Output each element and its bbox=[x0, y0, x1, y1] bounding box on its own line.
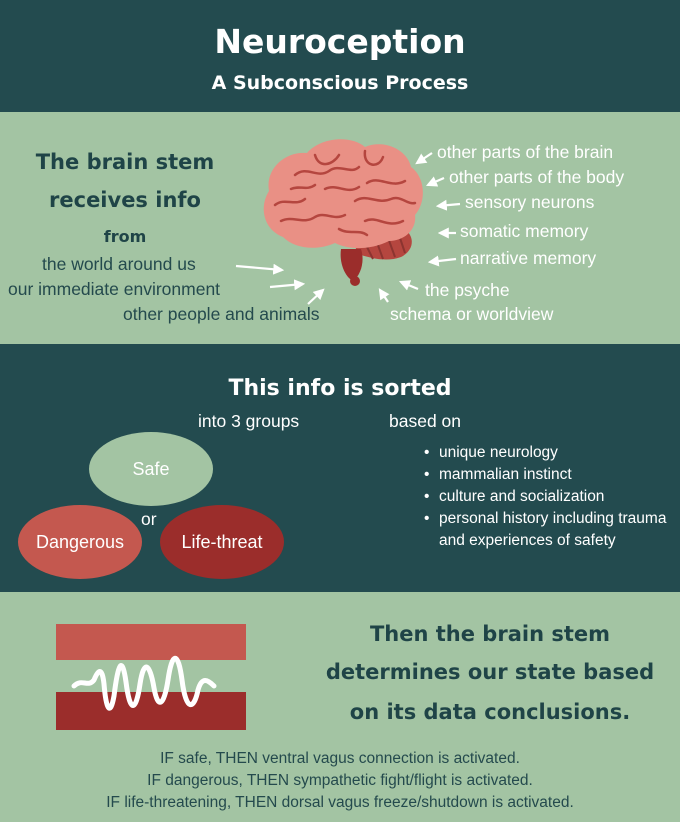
waveform-icon bbox=[56, 624, 246, 730]
source-other-brain: other parts of the brain bbox=[437, 142, 614, 162]
arrows-layer bbox=[235, 152, 461, 305]
groups-label: into 3 groups bbox=[198, 411, 300, 431]
brain-icon bbox=[263, 139, 423, 286]
page-title: Neuroception bbox=[214, 22, 466, 61]
condition-life-threatening: IF life-threatening, THEN dorsal vagus f… bbox=[106, 794, 574, 811]
intake-heading-line1: The brain stem bbox=[35, 150, 215, 174]
factor-item: unique neurology bbox=[424, 442, 674, 464]
group-safe-label: Safe bbox=[132, 458, 170, 479]
condition-dangerous: IF dangerous, THEN sympathetic fight/fli… bbox=[147, 772, 533, 789]
page-subtitle: A Subconscious Process bbox=[211, 72, 469, 94]
source-sensory-neurons: sensory neurons bbox=[465, 192, 595, 212]
based-on-label: based on bbox=[389, 411, 462, 431]
state-heading-line2: determines our state based bbox=[325, 660, 655, 684]
header-band bbox=[0, 0, 680, 112]
group-dangerous-label: Dangerous bbox=[35, 531, 125, 552]
factor-item: mammalian instinct bbox=[424, 464, 674, 486]
group-life-threat: Life-threat bbox=[160, 505, 284, 579]
state-heading-line3: on its data conclusions. bbox=[349, 700, 631, 724]
factor-list: unique neurology mammalian instinct cult… bbox=[424, 442, 674, 552]
source-psyche: the psyche bbox=[425, 280, 510, 300]
intake-heading-line3: from bbox=[103, 227, 147, 246]
intake-heading-line2: receives info bbox=[49, 188, 201, 212]
source-world: the world around us bbox=[42, 254, 196, 274]
source-somatic-memory: somatic memory bbox=[460, 221, 589, 241]
source-other-body: other parts of the body bbox=[449, 167, 625, 187]
source-people-animals: other people and animals bbox=[123, 304, 320, 324]
state-heading-line1: Then the brain stem bbox=[369, 622, 610, 646]
group-dangerous: Dangerous bbox=[18, 505, 142, 579]
or-label: or bbox=[141, 509, 157, 529]
group-safe: Safe bbox=[89, 432, 213, 506]
source-environment: our immediate environment bbox=[8, 279, 221, 299]
factor-item: culture and socialization bbox=[424, 486, 674, 508]
factor-item: personal history including trauma and ex… bbox=[424, 508, 674, 552]
source-schema: schema or worldview bbox=[390, 304, 554, 324]
condition-safe: IF safe, THEN ventral vagus connection i… bbox=[160, 750, 520, 767]
group-life-threat-label: Life-threat bbox=[181, 531, 263, 552]
source-narrative-memory: narrative memory bbox=[460, 248, 597, 268]
sorting-heading: This info is sorted bbox=[228, 376, 452, 401]
